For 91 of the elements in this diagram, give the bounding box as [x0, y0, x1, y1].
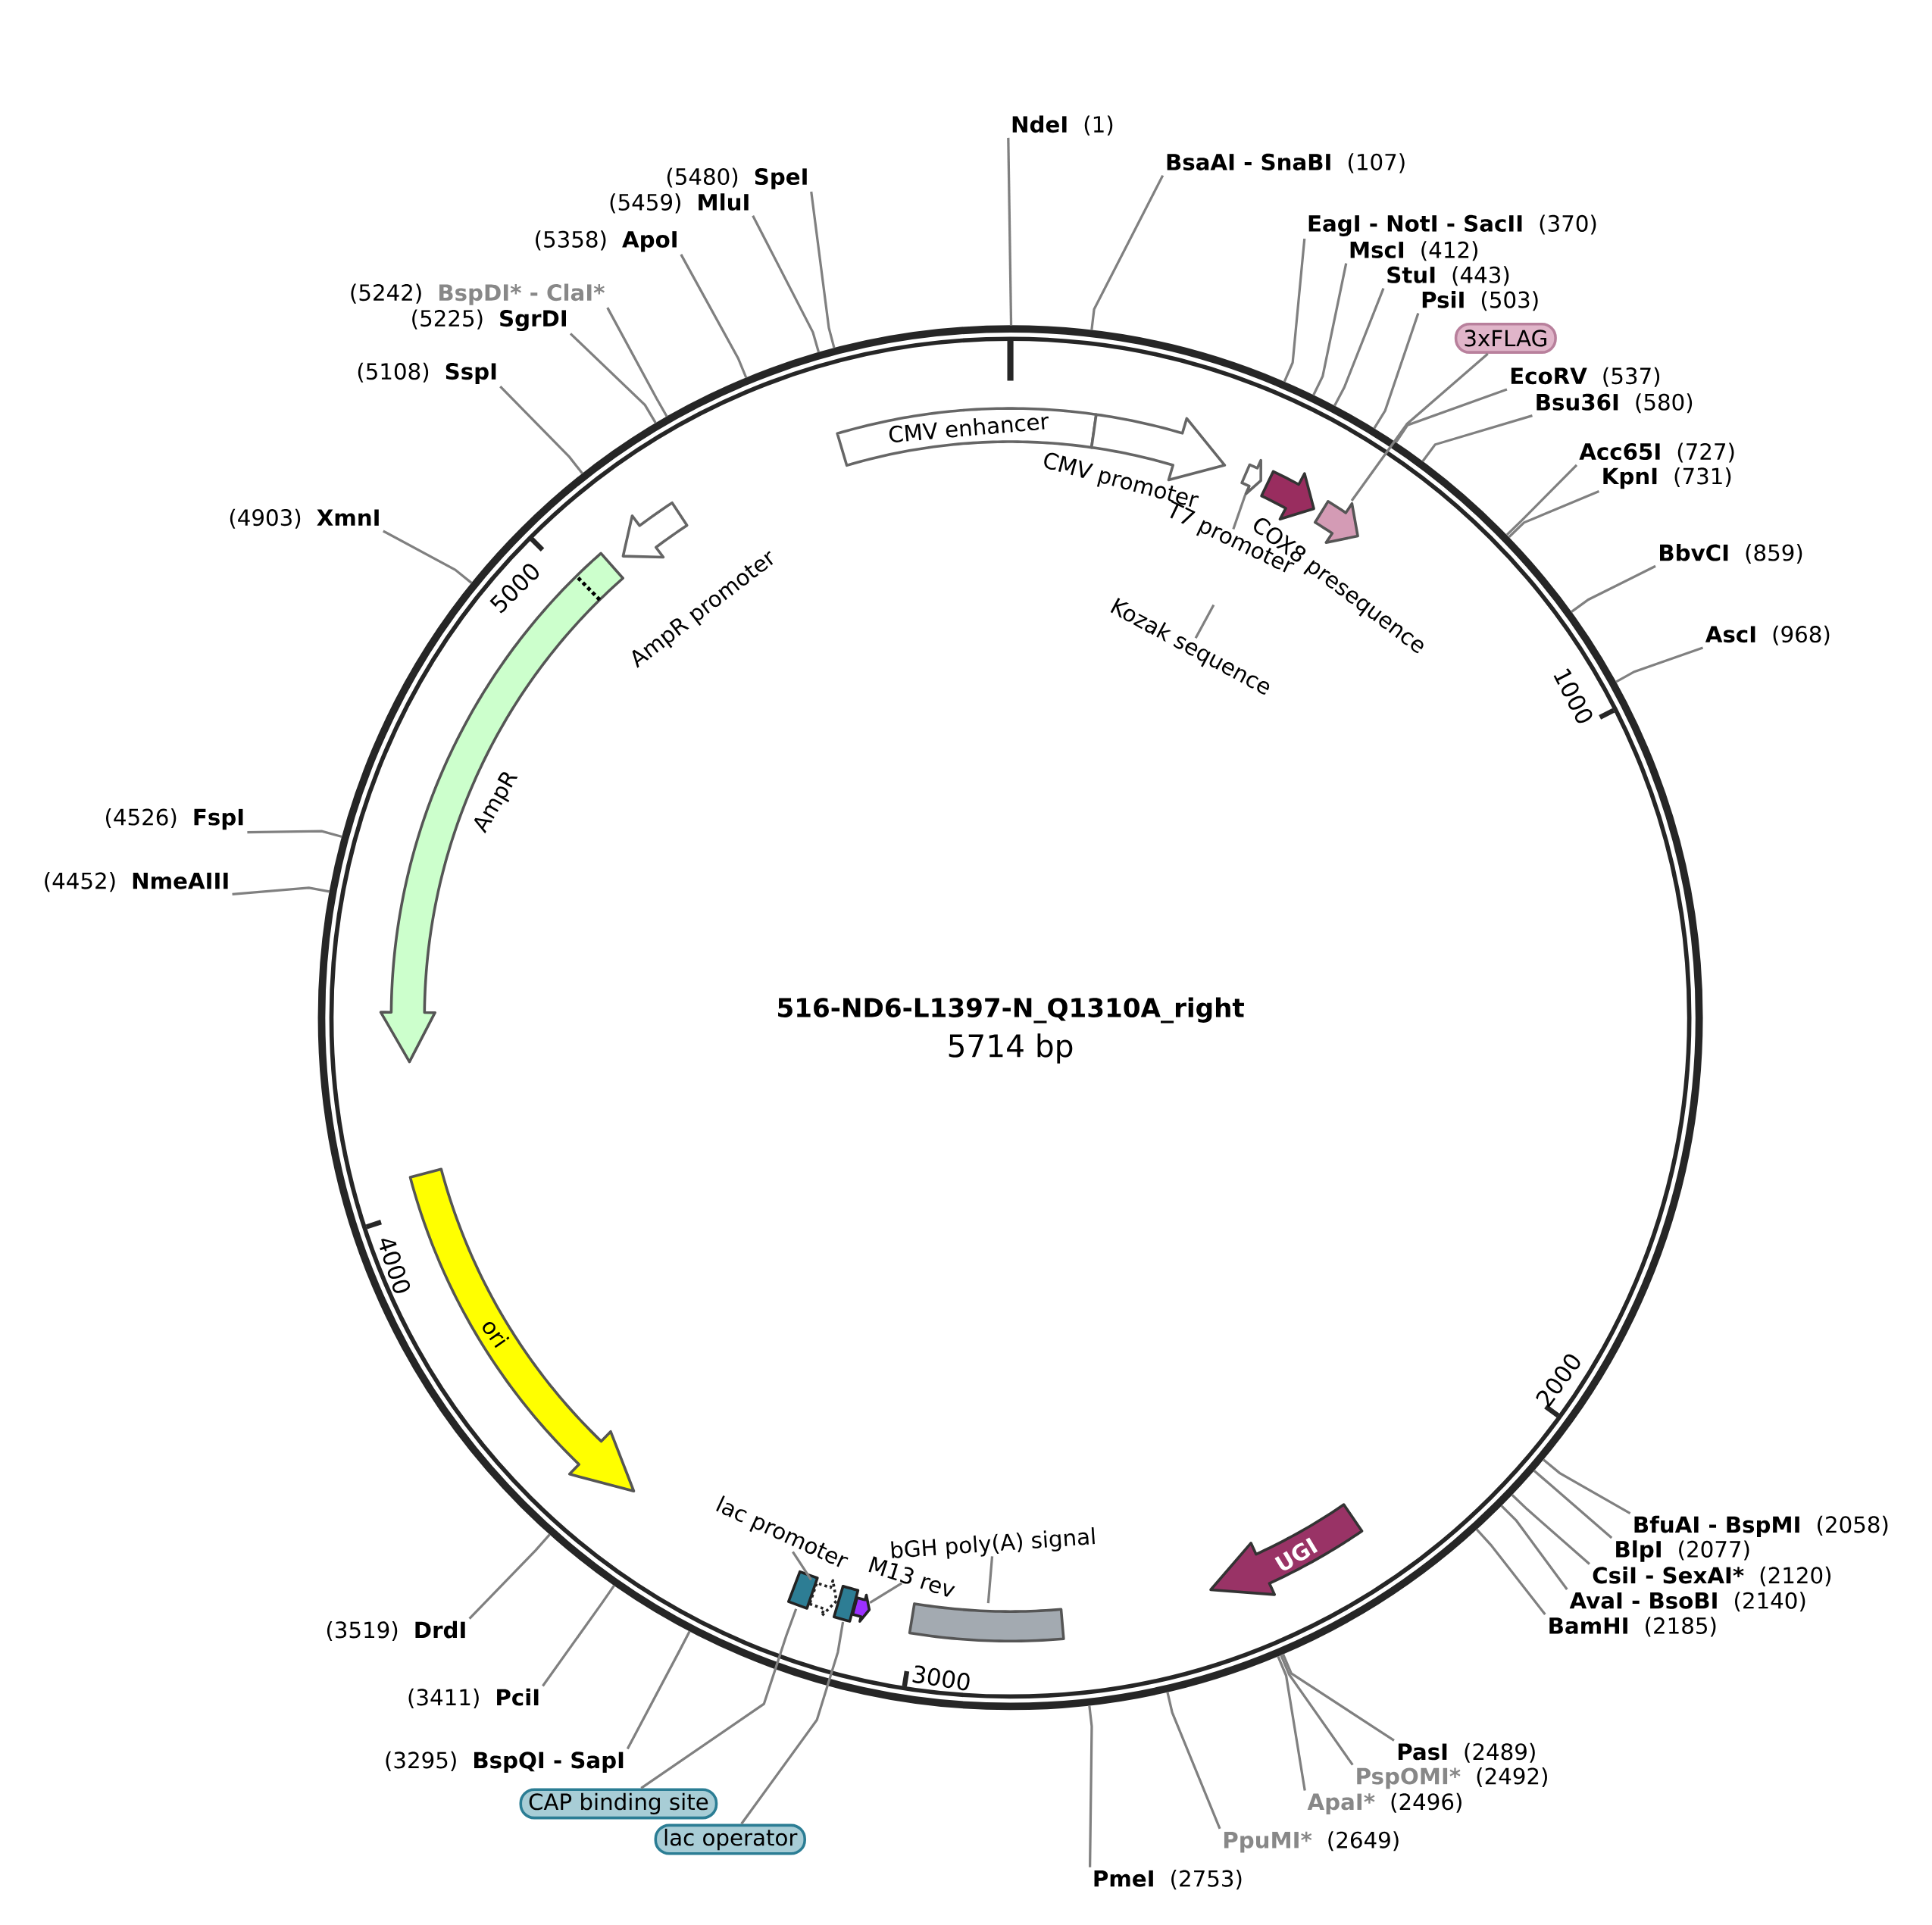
feature-block — [1240, 458, 1262, 495]
restriction-site-label: BfuAI - BspMI (2058) — [1634, 1515, 1888, 1538]
leader-line — [232, 886, 330, 895]
restriction-site-label: ApaI* (2496) — [1307, 1792, 1462, 1814]
restriction-site-label: PasI (2489) — [1398, 1742, 1535, 1763]
leader-line — [1007, 137, 1013, 326]
restriction-site-label: CsiI - SexAI* (2120) — [1593, 1566, 1831, 1586]
leader-line — [869, 1582, 902, 1604]
restriction-site-label: PsiI (503) — [1422, 291, 1538, 311]
leader-line — [247, 830, 342, 838]
restriction-site-label: MscI (412) — [1350, 241, 1477, 261]
leader-line — [752, 214, 821, 353]
leader-line — [680, 254, 748, 379]
plasmid-name: 516-ND6-L1397-N_Q1310A_right — [778, 997, 1244, 1023]
leader-line — [1088, 1705, 1093, 1867]
leader-line — [606, 307, 668, 417]
restriction-site-label: (3519) DrdI — [327, 1620, 465, 1641]
leader-line — [569, 333, 657, 424]
restriction-site-label: PpuMI* (2649) — [1224, 1831, 1399, 1853]
tick-label: 3000 — [912, 1665, 970, 1691]
tick-label: 1000 — [1553, 668, 1593, 723]
feature-box — [832, 1584, 860, 1623]
leader-line — [626, 1630, 691, 1750]
feature-tag: CAP binding site — [519, 1788, 718, 1820]
feature-box — [908, 1602, 1065, 1642]
leader-line — [1333, 287, 1385, 407]
leader-line — [1505, 464, 1578, 536]
leader-line — [1283, 238, 1306, 383]
leader-line — [499, 386, 583, 474]
restriction-site-label: NdeI (1) — [1012, 115, 1113, 136]
feature-tag: 3xFLAG — [1454, 322, 1557, 354]
feature-block: UGI — [1209, 1503, 1364, 1596]
feature-box — [786, 1570, 819, 1610]
restriction-site-label: BlpI (2077) — [1616, 1540, 1749, 1562]
leader-line — [1090, 174, 1165, 330]
restriction-site-label: StuI (443) — [1387, 266, 1509, 286]
restriction-site-label: (5225) SgrDI — [412, 309, 566, 332]
restriction-site-label: KpnI (731) — [1603, 467, 1731, 489]
restriction-site-label: (5459) MluI — [610, 193, 749, 214]
restriction-site-label: Acc65I (727) — [1579, 442, 1734, 463]
leader-line — [986, 1556, 994, 1604]
restriction-site-label: (3411) PciI — [408, 1688, 539, 1708]
leader-line — [1166, 1692, 1221, 1830]
restriction-site-label: AvaI - BsoBI (2140) — [1569, 1592, 1805, 1612]
leader-line — [1194, 604, 1215, 639]
leader-line — [740, 1621, 845, 1825]
feature-block — [1314, 500, 1359, 544]
restriction-site-label: BsaAI - SnaBI (107) — [1167, 153, 1405, 173]
restriction-site-label: Bsu36I (580) — [1537, 393, 1693, 414]
restriction-site-label: (4452) NmeAIII — [45, 872, 228, 892]
restriction-site-label: PspOMI* (2492) — [1357, 1767, 1547, 1789]
restriction-site-label: (5108) SspI — [358, 362, 496, 384]
leader-line — [1277, 1655, 1306, 1791]
leader-line — [792, 1551, 812, 1581]
restriction-site-label: AscI (968) — [1705, 625, 1830, 645]
leader-line — [1615, 646, 1704, 683]
leader-line — [1475, 1528, 1546, 1616]
leader-line — [1395, 388, 1508, 443]
leader-line — [1421, 414, 1533, 462]
leader-line — [1533, 1470, 1613, 1539]
restriction-site-label: (3295) BspQI - SapI — [386, 1751, 624, 1773]
leader-line — [383, 530, 473, 584]
restriction-site-label: (4903) XmnI — [230, 508, 379, 529]
leader-line — [1543, 1458, 1631, 1514]
leader-line — [1282, 1653, 1395, 1742]
feature-block — [851, 1593, 871, 1623]
leader-line — [1312, 263, 1348, 396]
restriction-site-label: BbvCI (859) — [1660, 543, 1802, 564]
feature-block — [808, 1579, 838, 1617]
restriction-site-label: (5242) BspDI* - ClaI* — [351, 283, 605, 305]
restriction-site-label: (5480) SpeI — [667, 167, 807, 189]
feature-tag: lac operator — [654, 1823, 806, 1855]
restriction-site-label: PmeI (2753) — [1094, 1870, 1242, 1890]
restriction-site-label: BamHI (2185) — [1549, 1617, 1716, 1637]
plasmid-size: 5714 bp — [949, 1033, 1073, 1064]
leader-line — [1350, 352, 1489, 502]
leader-line — [1280, 1655, 1354, 1766]
leader-line — [1500, 1505, 1568, 1590]
leader-line — [542, 1584, 615, 1687]
leader-line — [1508, 489, 1600, 539]
restriction-site-label: EagI - NotI - SacII (370) — [1308, 214, 1596, 236]
restriction-site-label: (4526) FspI — [106, 808, 243, 830]
leader-line — [468, 1533, 551, 1620]
leader-line — [1232, 494, 1247, 530]
restriction-site-label: (5358) ApoI — [536, 230, 677, 252]
leader-line — [1571, 564, 1656, 613]
leader-line — [640, 1608, 798, 1789]
restriction-site-label: EcoRV (537) — [1511, 367, 1660, 387]
leader-line — [1373, 312, 1420, 430]
leader-line — [1511, 1494, 1590, 1565]
leader-line — [810, 191, 836, 348]
